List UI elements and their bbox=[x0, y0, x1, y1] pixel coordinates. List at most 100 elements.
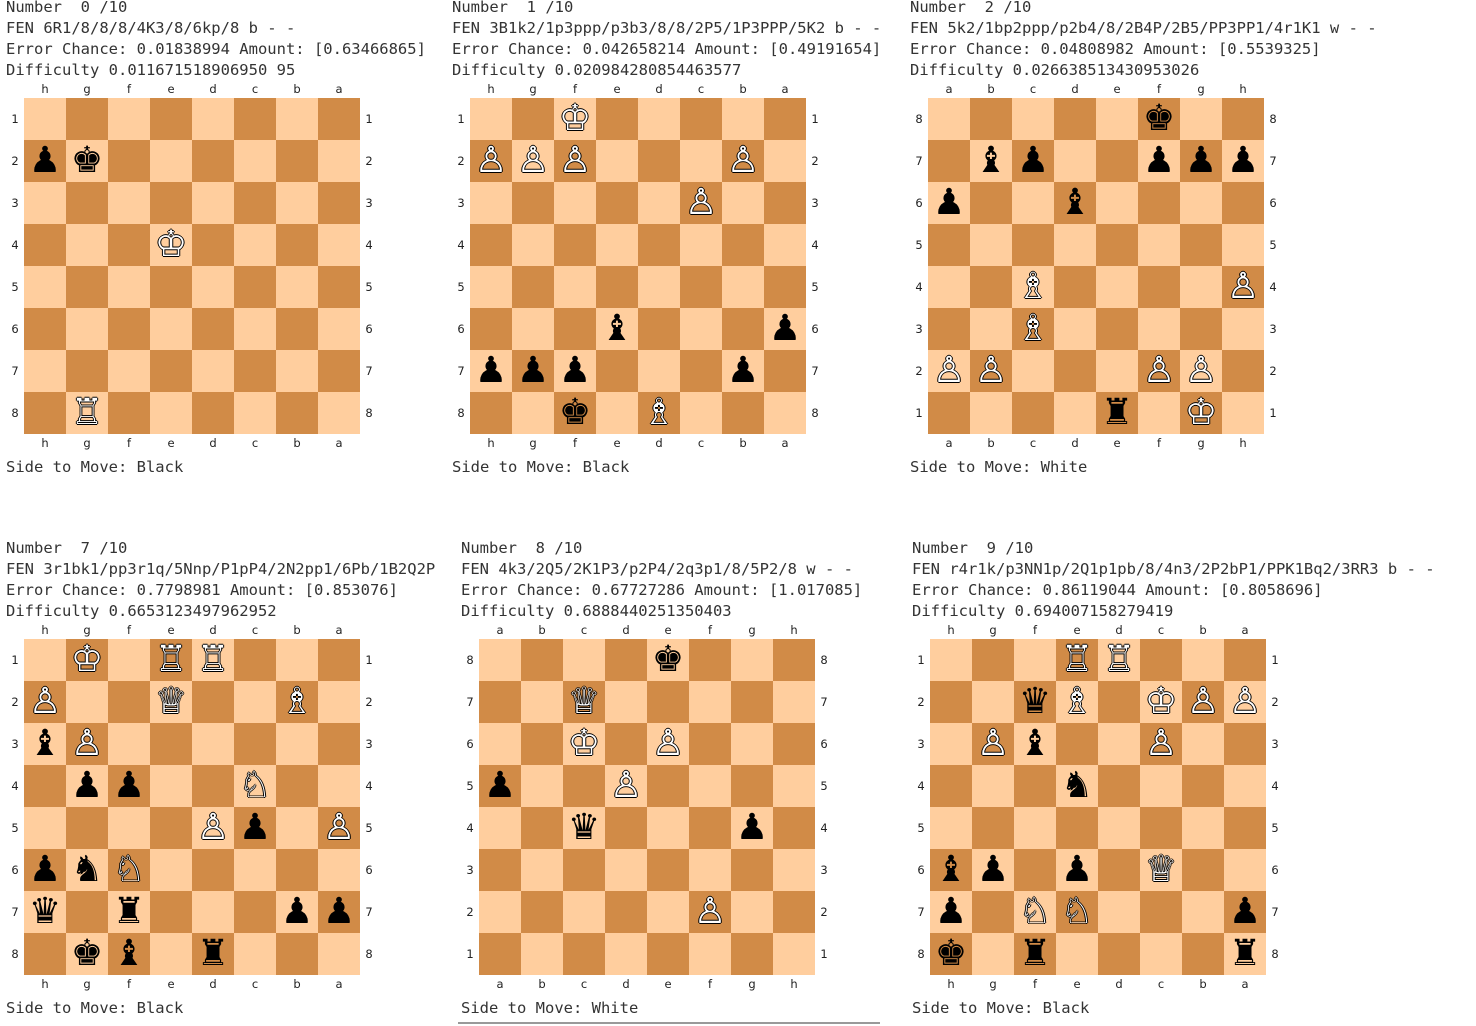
board-square[interactable] bbox=[689, 807, 731, 849]
board-square[interactable] bbox=[1224, 765, 1266, 807]
black-pawn-icon[interactable]: ♟ bbox=[1016, 140, 1050, 181]
black-pawn-icon[interactable]: ♟ bbox=[976, 849, 1010, 890]
black-rook-icon[interactable]: ♜ bbox=[1228, 933, 1262, 974]
board-square[interactable] bbox=[596, 266, 638, 308]
board-square[interactable] bbox=[680, 224, 722, 266]
board-square[interactable] bbox=[108, 224, 150, 266]
board-square[interactable]: ♖ bbox=[150, 639, 192, 681]
board-square[interactable] bbox=[596, 224, 638, 266]
board-square[interactable] bbox=[554, 182, 596, 224]
board-square[interactable] bbox=[192, 140, 234, 182]
board-square[interactable]: ♚ bbox=[647, 639, 689, 681]
board-square[interactable] bbox=[1180, 266, 1222, 308]
board-square[interactable] bbox=[150, 350, 192, 392]
board-square[interactable] bbox=[764, 392, 806, 434]
board-square[interactable]: ♖ bbox=[192, 639, 234, 681]
board-square[interactable] bbox=[150, 266, 192, 308]
board-square[interactable] bbox=[66, 182, 108, 224]
board-square[interactable] bbox=[512, 224, 554, 266]
board-square[interactable] bbox=[66, 308, 108, 350]
board-square[interactable]: ♚ bbox=[1138, 98, 1180, 140]
black-pawn-icon[interactable]: ♟ bbox=[934, 891, 968, 932]
board-square[interactable] bbox=[596, 98, 638, 140]
board-square[interactable] bbox=[66, 681, 108, 723]
board-square[interactable] bbox=[318, 681, 360, 723]
board-square[interactable]: ♟ bbox=[1222, 140, 1264, 182]
board-square[interactable] bbox=[773, 639, 815, 681]
board-square[interactable] bbox=[521, 723, 563, 765]
board-square[interactable] bbox=[1012, 224, 1054, 266]
board-square[interactable] bbox=[470, 182, 512, 224]
board-square[interactable] bbox=[1012, 182, 1054, 224]
board-square[interactable] bbox=[24, 266, 66, 308]
board-square[interactable] bbox=[1012, 98, 1054, 140]
board-square[interactable] bbox=[234, 933, 276, 975]
board-square[interactable]: ♗ bbox=[276, 681, 318, 723]
white-knight-icon[interactable]: ♘ bbox=[238, 765, 272, 806]
board-square[interactable]: ♟ bbox=[731, 807, 773, 849]
board-square[interactable] bbox=[1138, 224, 1180, 266]
white-pawn-icon[interactable]: ♙ bbox=[1226, 266, 1260, 307]
board-square[interactable]: ♕ bbox=[150, 681, 192, 723]
white-rook-icon[interactable]: ♖ bbox=[196, 639, 230, 680]
white-pawn-icon[interactable]: ♙ bbox=[28, 681, 62, 722]
board-square[interactable] bbox=[647, 807, 689, 849]
board-square[interactable] bbox=[276, 807, 318, 849]
board-square[interactable] bbox=[970, 98, 1012, 140]
board-square[interactable]: ♟ bbox=[318, 891, 360, 933]
board-square[interactable] bbox=[479, 681, 521, 723]
board-square[interactable]: ♙ bbox=[1182, 681, 1224, 723]
black-rook-icon[interactable]: ♜ bbox=[1100, 392, 1134, 433]
board-square[interactable] bbox=[192, 891, 234, 933]
board-square[interactable] bbox=[605, 681, 647, 723]
board-square[interactable] bbox=[764, 266, 806, 308]
board-square[interactable] bbox=[470, 224, 512, 266]
board-square[interactable] bbox=[150, 723, 192, 765]
board-square[interactable] bbox=[479, 639, 521, 681]
board-square[interactable] bbox=[192, 765, 234, 807]
board-square[interactable]: ♘ bbox=[108, 849, 150, 891]
board-square[interactable] bbox=[512, 182, 554, 224]
board-square[interactable] bbox=[192, 182, 234, 224]
white-pawn-icon[interactable]: ♙ bbox=[976, 723, 1010, 764]
board-square[interactable] bbox=[108, 182, 150, 224]
board-square[interactable]: ♛ bbox=[563, 807, 605, 849]
board-square[interactable] bbox=[928, 392, 970, 434]
board-square[interactable]: ♙ bbox=[66, 723, 108, 765]
board-square[interactable]: ♔ bbox=[563, 723, 605, 765]
board-square[interactable] bbox=[722, 224, 764, 266]
black-knight-icon[interactable]: ♞ bbox=[70, 849, 104, 890]
board-square[interactable] bbox=[638, 140, 680, 182]
board-square[interactable]: ♙ bbox=[1180, 350, 1222, 392]
board-square[interactable] bbox=[521, 933, 563, 975]
board-square[interactable] bbox=[1222, 182, 1264, 224]
board-square[interactable] bbox=[972, 891, 1014, 933]
board-square[interactable] bbox=[773, 891, 815, 933]
black-pawn-icon[interactable]: ♟ bbox=[70, 765, 104, 806]
board-square[interactable] bbox=[234, 639, 276, 681]
board-square[interactable] bbox=[554, 224, 596, 266]
board-square[interactable] bbox=[479, 849, 521, 891]
board-square[interactable] bbox=[1138, 182, 1180, 224]
white-queen-icon[interactable]: ♕ bbox=[567, 681, 601, 722]
board-square[interactable] bbox=[1098, 765, 1140, 807]
board-square[interactable] bbox=[605, 723, 647, 765]
board-square[interactable] bbox=[470, 308, 512, 350]
board-square[interactable]: ♟ bbox=[470, 350, 512, 392]
board-square[interactable] bbox=[521, 891, 563, 933]
black-pawn-icon[interactable]: ♟ bbox=[28, 849, 62, 890]
board-square[interactable] bbox=[24, 98, 66, 140]
board-square[interactable]: ♙ bbox=[512, 140, 554, 182]
white-pawn-icon[interactable]: ♙ bbox=[609, 765, 643, 806]
board-square[interactable] bbox=[764, 350, 806, 392]
board-square[interactable] bbox=[731, 681, 773, 723]
white-rook-icon[interactable]: ♖ bbox=[154, 639, 188, 680]
black-rook-icon[interactable]: ♜ bbox=[196, 933, 230, 974]
board-square[interactable]: ♝ bbox=[1054, 182, 1096, 224]
white-pawn-icon[interactable]: ♙ bbox=[558, 140, 592, 181]
board-square[interactable] bbox=[773, 849, 815, 891]
board-square[interactable]: ♔ bbox=[1140, 681, 1182, 723]
board-square[interactable] bbox=[1180, 308, 1222, 350]
black-pawn-icon[interactable]: ♟ bbox=[768, 308, 802, 349]
board-square[interactable]: ♟ bbox=[276, 891, 318, 933]
